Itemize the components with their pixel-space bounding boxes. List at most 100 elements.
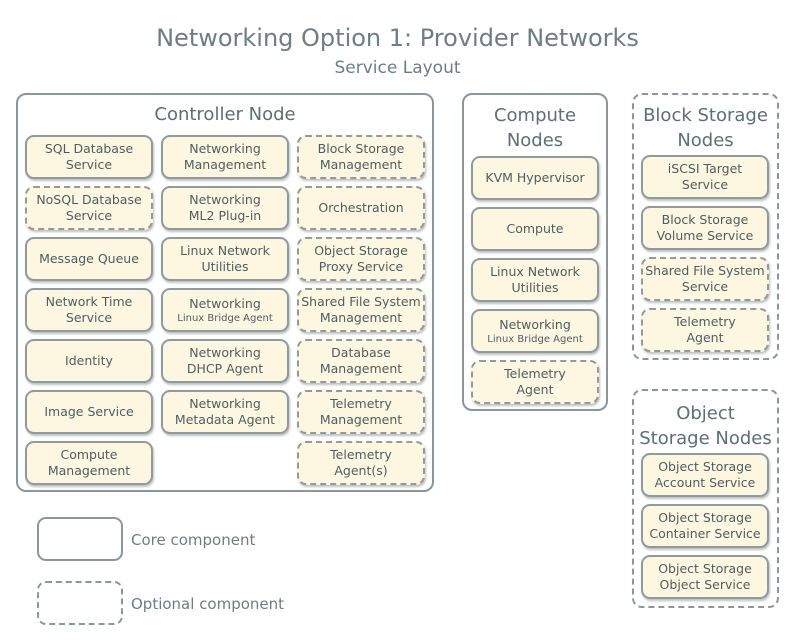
block-title-line-2: Nodes [677, 130, 734, 151]
compute-nodes-panel: Compute Nodes [462, 93, 608, 411]
component-label-line: Networking [189, 141, 261, 156]
component-label-line: Utilities [511, 280, 559, 295]
component-label-line: Networking [499, 316, 571, 332]
component-label-line: Object Storage [658, 510, 752, 525]
component-label-line: Service [65, 208, 113, 223]
block-title-line-1: Block Storage [643, 105, 768, 126]
component-label-line: Shared File System [645, 263, 765, 278]
component-label-line: Database [331, 345, 391, 360]
component-label-line: Management [47, 463, 131, 478]
diagram-subtitle: Service Layout [334, 58, 461, 78]
object-title-line-2: Storage Nodes [639, 428, 772, 449]
component-label-line: Volume Service [656, 228, 754, 243]
component-label-line: Service [65, 310, 113, 325]
component-label-line: Object Storage [314, 243, 408, 258]
legend-optional-swatch [37, 581, 123, 625]
component-label-line: Orchestration [318, 200, 404, 215]
component-label-line: Agent [686, 330, 724, 345]
component-label-line: Telemetry [504, 366, 566, 381]
component-label-line: Management [319, 412, 403, 427]
component-label-line: Linux Network [180, 243, 270, 258]
component-label-line: Compute [506, 221, 564, 236]
component-label-line: Message Queue [39, 251, 139, 266]
legend-optional-label: Optional component [131, 595, 285, 613]
component-label-line: Object Storage [658, 459, 752, 474]
component-label-line: Container Service [649, 526, 761, 541]
component-label-line: DHCP Agent [186, 361, 264, 376]
component-label-line: Agent(s) [334, 463, 388, 478]
orchestration-component: Orchestration [297, 186, 425, 230]
component-label-line: Object Storage [658, 561, 752, 576]
message-queue-component: Message Queue [25, 237, 153, 281]
component-label-line: Block Storage [661, 212, 749, 227]
compute-nodes-title: Compute Nodes [464, 103, 606, 153]
legend-core-label: Core component [131, 531, 256, 549]
component-label-line: Telemetry [330, 447, 392, 462]
component-label-line: Management [183, 157, 267, 172]
component-label-line: Management [319, 310, 403, 325]
component-label-line: Metadata Agent [174, 412, 276, 427]
component-label-line: Object Service [659, 577, 751, 592]
compute-title-line-2: Nodes [506, 130, 564, 151]
component-label-line: Service [681, 279, 729, 294]
component-label-line: NoSQL Database [36, 192, 142, 207]
component-label-line: Service [65, 157, 113, 172]
component-label-line: Service [681, 177, 729, 192]
compute-title-line-1: Compute [493, 105, 577, 126]
compute-component: Compute [471, 207, 599, 251]
component-label-line: Networking [189, 345, 261, 360]
component-sublabel: Linux Bridge Agent [177, 312, 273, 324]
component-label-line: Identity [65, 353, 113, 368]
component-label-line: Telemetry [674, 314, 736, 329]
component-sublabel: Linux Bridge Agent [487, 333, 583, 345]
diagram-title: Networking Option 1: Provider Networks [156, 24, 639, 52]
component-label-line: Management [319, 361, 403, 376]
component-label-line: Linux Network [490, 264, 580, 279]
component-label-line: Proxy Service [318, 259, 404, 274]
component-label-line: Networking [189, 192, 261, 207]
component-label-line: KVM Hypervisor [485, 170, 585, 185]
component-label-line: iSCSI Target [667, 161, 743, 176]
object-title-line-1: Object [676, 403, 735, 424]
component-label-line: Management [319, 157, 403, 172]
kvm-hypervisor-component: KVM Hypervisor [471, 156, 599, 200]
component-label-line: ML2 Plug-in [188, 208, 262, 223]
component-label-line: Account Service [654, 475, 756, 490]
component-label-line: Network Time [45, 294, 133, 309]
component-label-line: Networking [189, 295, 261, 311]
block-storage-title: Block Storage Nodes [634, 103, 777, 153]
object-storage-title: Object Storage Nodes [634, 401, 777, 451]
image-service-component: Image Service [25, 390, 153, 434]
component-label-line: Telemetry [330, 396, 392, 411]
component-label-line: Shared File System [301, 294, 421, 309]
component-label-line: SQL Database [44, 141, 134, 156]
component-label-line: Agent [516, 382, 554, 397]
component-label-line: Compute [60, 447, 118, 462]
component-label-line: Block Storage [317, 141, 405, 156]
